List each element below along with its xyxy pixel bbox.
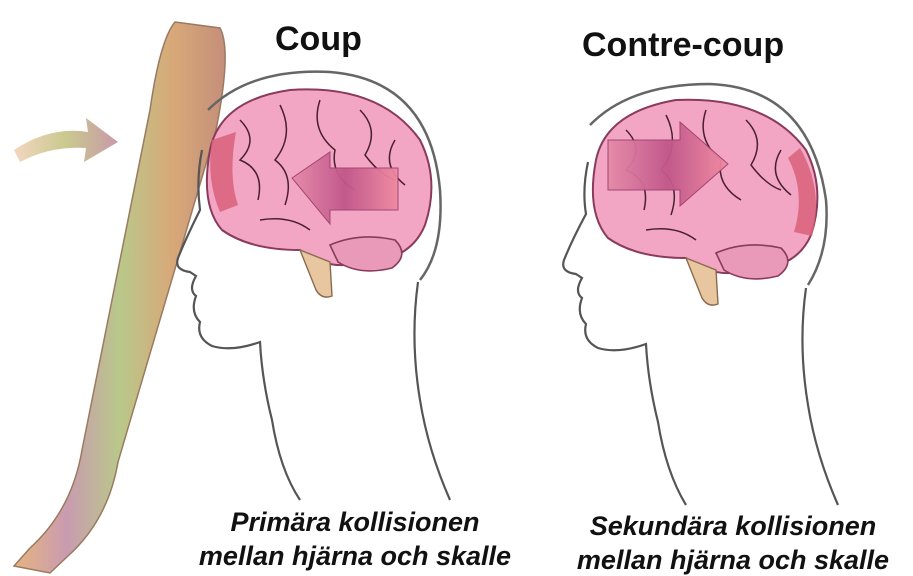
panel-title-contre-coup: Contre-coup	[582, 26, 784, 65]
caption-contre-coup-line-2: mellan hjärna och skalle	[555, 543, 911, 576]
panel-title-coup: Coup	[275, 20, 362, 59]
swing-arrow	[14, 118, 118, 162]
caption-contre-coup: Sekundära kollisionen mellan hjärna och …	[555, 509, 911, 576]
head-contre-coup	[563, 84, 838, 505]
caption-coup-line-1: Primära kollisionen	[175, 505, 535, 539]
baseball-bat	[14, 22, 225, 573]
caption-contre-coup-line-1: Sekundära kollisionen	[555, 509, 911, 543]
head-coup	[177, 72, 450, 500]
caption-coup-line-2: mellan hjärna och skalle	[175, 539, 535, 573]
caption-coup: Primära kollisionen mellan hjärna och sk…	[175, 505, 535, 573]
